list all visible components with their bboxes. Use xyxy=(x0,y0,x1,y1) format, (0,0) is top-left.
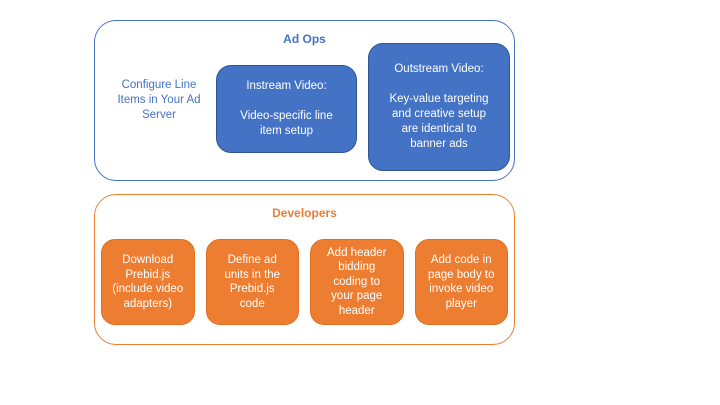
ad-ops-group: Ad Ops Configure Line Items in Your Ad S… xyxy=(94,20,515,181)
developers-title: Developers xyxy=(272,206,337,220)
ad-ops-title: Ad Ops xyxy=(283,32,326,46)
step-download-prebid-box: Download Prebid.js (include video adapte… xyxy=(101,239,195,325)
step-add-page-body-code-box: Add code in page body to invoke video pl… xyxy=(414,239,508,325)
developers-steps-row: Download Prebid.js (include video adapte… xyxy=(101,239,508,325)
ad-ops-side-note: Configure Line Items in Your Ad Server xyxy=(117,79,201,121)
step-add-header-bidding-box: Add header bidding coding to your page h… xyxy=(310,239,404,325)
instream-video-box: Instream Video: Video-specific line item… xyxy=(216,65,357,153)
outstream-video-box: Outstream Video: Key-value targeting and… xyxy=(368,43,510,171)
developers-group: Developers Download Prebid.js (include v… xyxy=(94,194,515,345)
step-define-ad-units-box: Define ad units in the Prebid.js code xyxy=(205,239,299,325)
